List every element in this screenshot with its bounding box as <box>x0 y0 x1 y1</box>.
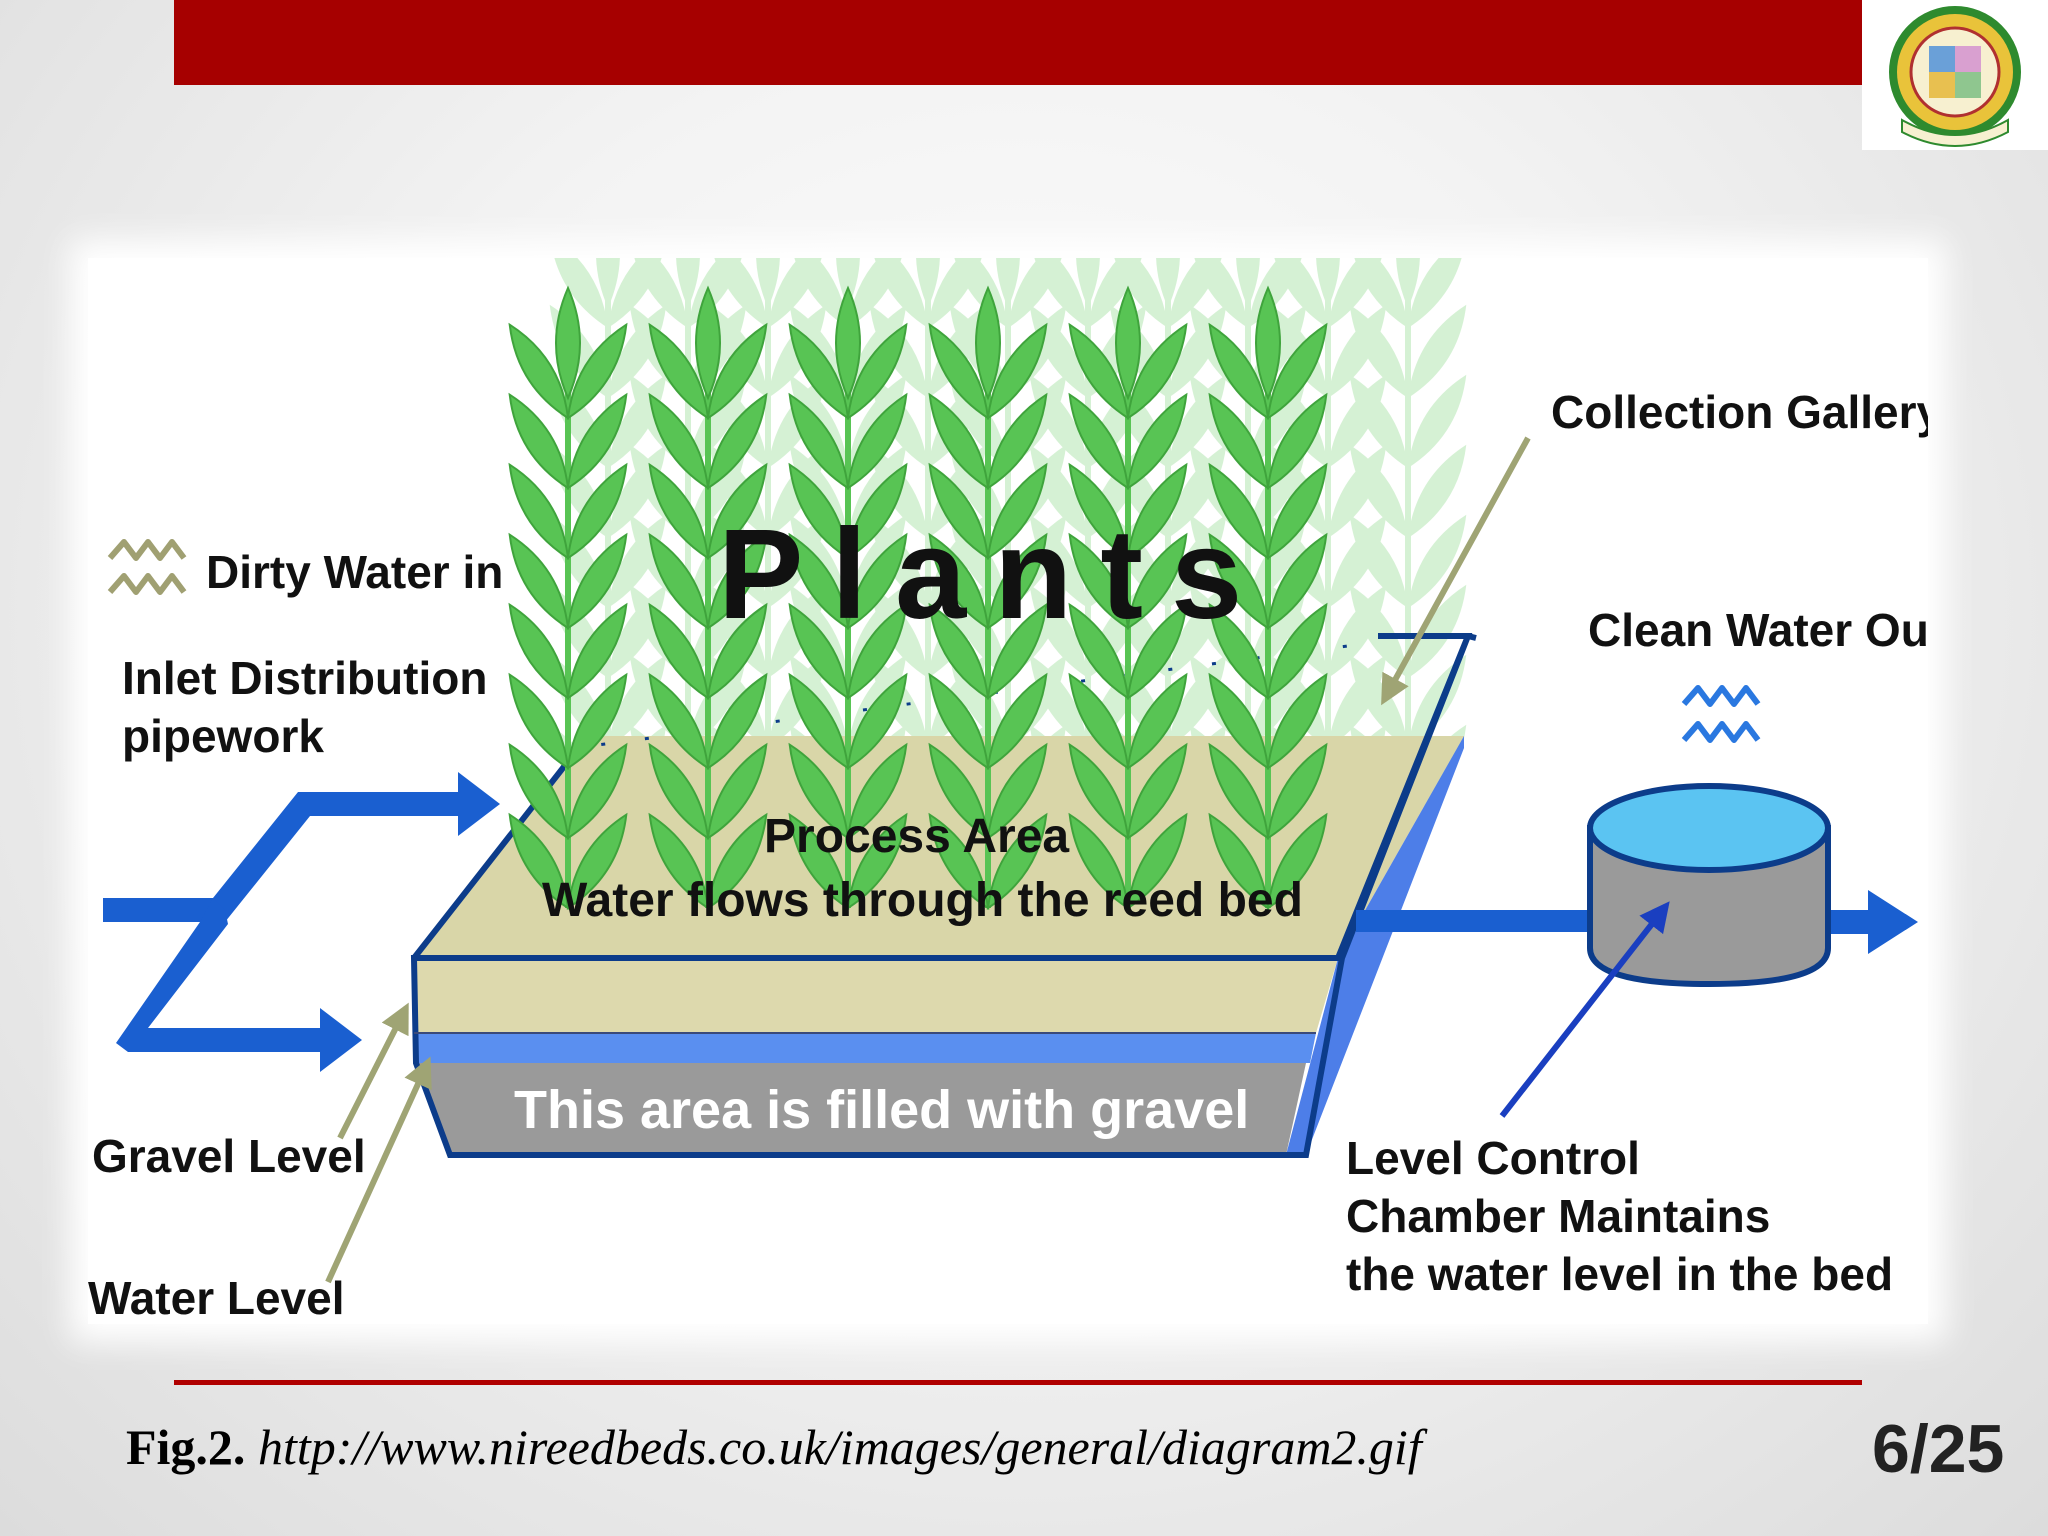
gravel-level-label: Gravel Level <box>92 1130 366 1182</box>
reed-bed-diagram: Plants Collection Gallery Dirty Water in… <box>88 258 1928 1324</box>
inlet-pipework <box>103 772 500 1072</box>
inlet-distribution-label: Inlet Distribution <box>122 652 487 704</box>
dirty-water-wave-icon <box>107 539 187 595</box>
outlet-pipe <box>1356 890 1918 954</box>
clean-water-out-label: Clean Water Out <box>1588 604 1928 656</box>
level-control-chamber <box>1587 783 1831 988</box>
figure-caption: Fig.2. http://www.nireedbeds.co.uk/image… <box>126 1418 1422 1476</box>
title-bar <box>174 0 1862 85</box>
figure-number: Fig.2. <box>126 1419 246 1475</box>
water-level-label: Water Level <box>88 1272 345 1324</box>
page-number: 6/25 <box>1872 1411 2005 1487</box>
pointer-arrows <box>325 436 1670 1284</box>
plants-label: Plants <box>718 503 1270 646</box>
diagram-panel: Plants Collection Gallery Dirty Water in… <box>88 258 1928 1324</box>
figure-source-url: http://www.nireedbeds.co.uk/images/gener… <box>257 1419 1422 1475</box>
foreground-plants <box>508 285 1328 910</box>
level-control-label-1: Level Control <box>1346 1132 1640 1184</box>
gravel-fill-label: This area is filled with gravel <box>514 1080 1249 1140</box>
dirty-water-in-label: Dirty Water in <box>206 546 503 598</box>
institute-seal-logo <box>1862 0 2048 150</box>
pipework-label: pipework <box>122 710 324 762</box>
water-flows-label: Water flows through the reed bed <box>542 874 1303 927</box>
process-area-label: Process Area <box>764 810 1069 863</box>
level-control-label-3: the water level in the bed <box>1346 1248 1893 1300</box>
bottom-rule <box>174 1380 1862 1385</box>
clean-water-wave-icon <box>1681 685 1761 743</box>
collection-gallery-label: Collection Gallery <box>1551 386 1928 438</box>
level-control-label-2: Chamber Maintains <box>1346 1190 1770 1242</box>
